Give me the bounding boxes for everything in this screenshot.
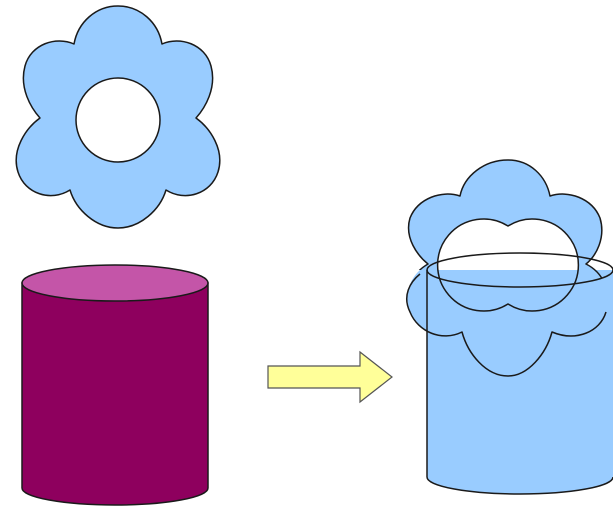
result-shape xyxy=(407,160,613,494)
cylinder-top xyxy=(22,265,208,301)
cylinder-shape xyxy=(22,265,208,505)
flower-shape xyxy=(16,6,220,228)
cylinder-body xyxy=(22,283,208,505)
arrow-shape xyxy=(268,352,392,402)
right-arrow-icon xyxy=(268,352,392,402)
flower-outline xyxy=(16,6,220,228)
